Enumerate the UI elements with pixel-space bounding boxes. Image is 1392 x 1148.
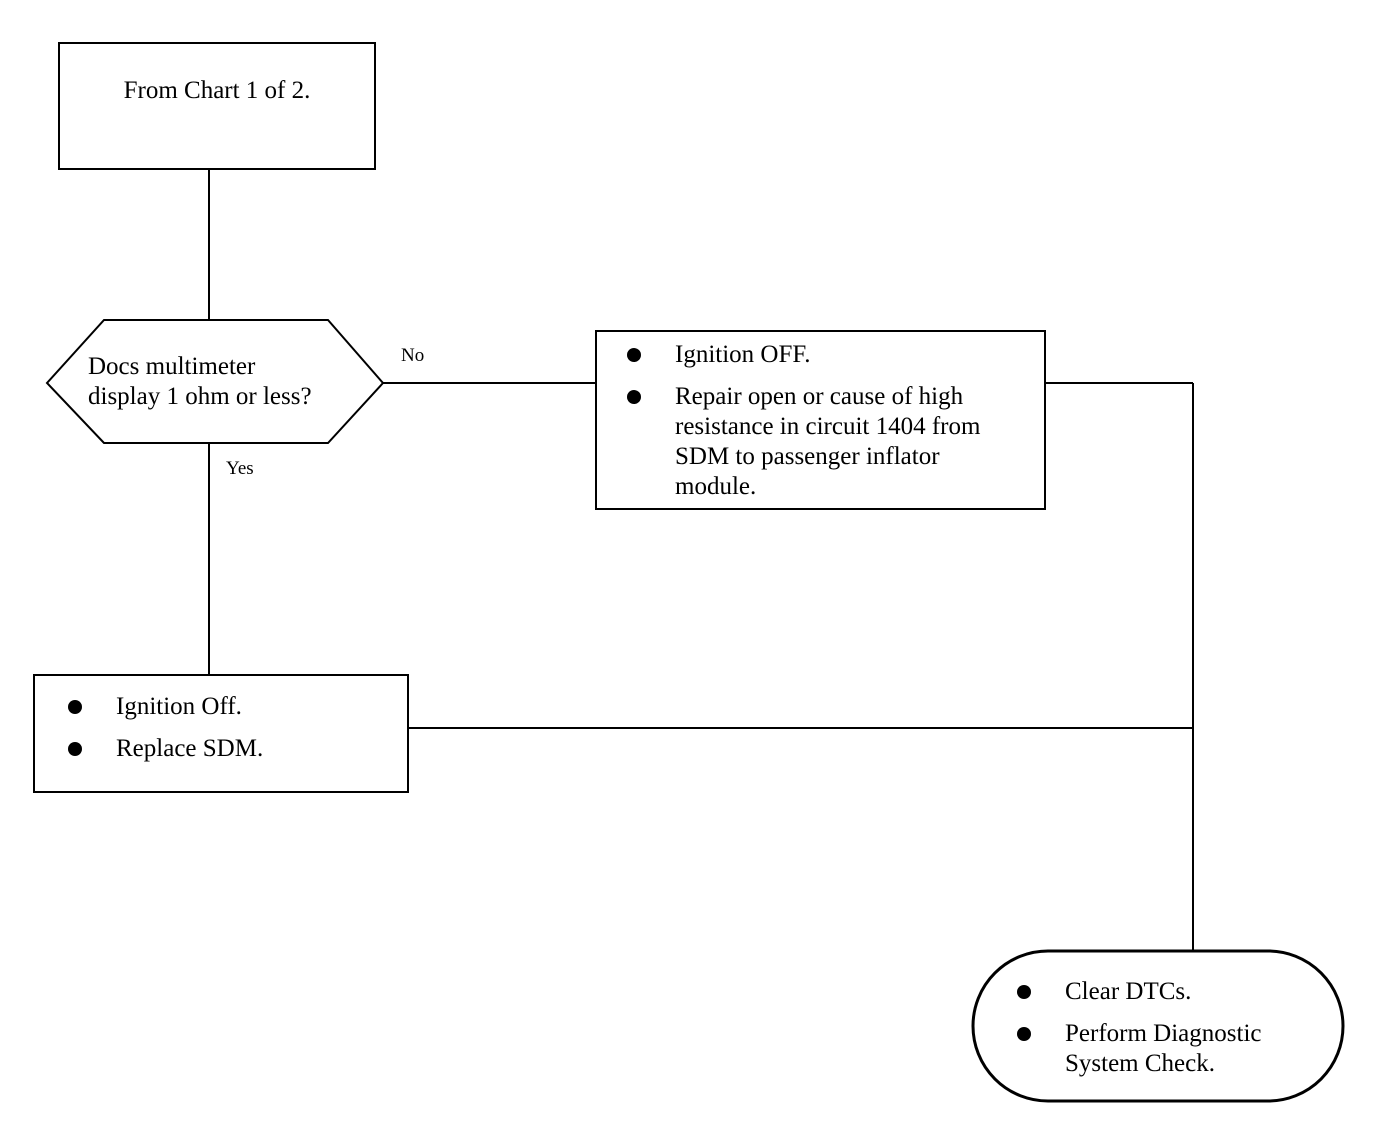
decision-line-2: display 1 ohm or less?	[88, 383, 312, 410]
decision-hexagon	[45, 319, 385, 444]
decision-question: Docs multimeter display 1 ohm or less?	[88, 352, 368, 412]
no-action-item: Ignition OFF.	[627, 340, 1027, 370]
bullet-icon	[1017, 1027, 1031, 1041]
bullet-icon	[627, 348, 641, 362]
yes-action-item: Ignition Off.	[68, 692, 398, 722]
yes-action-box	[33, 674, 409, 793]
no-action-box	[595, 330, 1046, 510]
no-action-content: Ignition OFF. Repair open or cause of hi…	[627, 340, 1027, 502]
end-item: Clear DTCs.	[1017, 977, 1317, 1007]
start-box	[58, 42, 376, 170]
decision-line-1: Docs multimeter	[88, 353, 256, 380]
yes-branch-label: Yes	[226, 458, 254, 479]
end-content: Clear DTCs. Perform Diagnostic System Ch…	[1017, 977, 1317, 1079]
end-item: Perform Diagnostic System Check.	[1017, 1019, 1317, 1079]
bullet-icon	[1017, 985, 1031, 999]
bullet-icon	[68, 742, 82, 756]
start-text: From Chart 1 of 2.	[123, 77, 311, 104]
yes-action-content: Ignition Off. Replace SDM.	[68, 692, 398, 764]
no-action-item: Repair open or cause of high resistance …	[627, 382, 1027, 502]
bullet-icon	[68, 700, 82, 714]
yes-action-item: Replace SDM.	[68, 734, 398, 764]
end-terminator	[971, 949, 1345, 1103]
no-branch-label: No	[401, 345, 425, 366]
bullet-icon	[627, 390, 641, 404]
